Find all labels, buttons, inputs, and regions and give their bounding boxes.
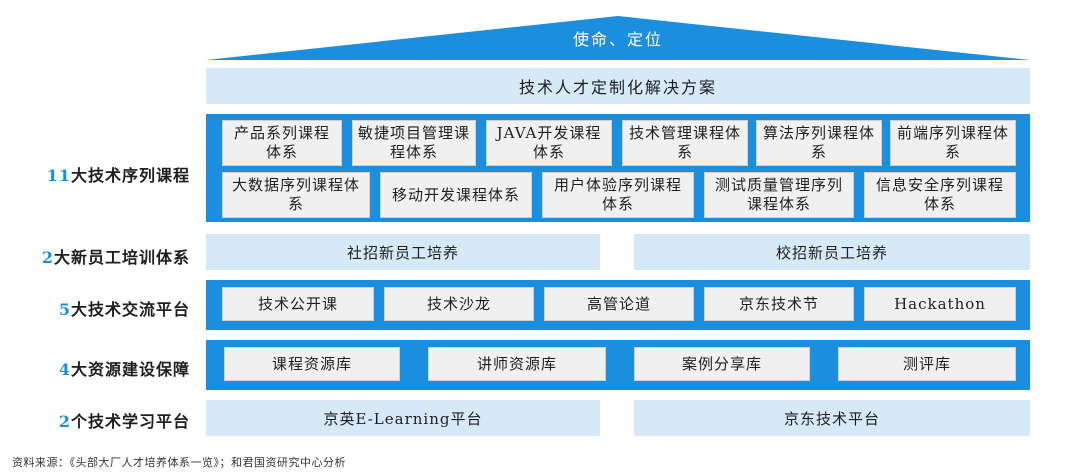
row-num: 2 (41, 248, 54, 267)
resource-card: 课程资源库 (224, 347, 400, 381)
row-num: 11 (46, 166, 71, 185)
row-num: 5 (58, 300, 71, 319)
course-card: 敏捷项目管理课程体系 (352, 120, 476, 166)
exchange-card: 高管论道 (544, 287, 694, 321)
solution-band: 技术人才定制化解决方案 (206, 68, 1030, 104)
roof-triangle (206, 16, 1030, 60)
row-text: 大技术交流平台 (70, 300, 190, 319)
source-footnote: 资料来源：《头部大厂人才培养体系一览》；和君国资研究中心分析 (12, 456, 346, 469)
row-text: 大资源建设保障 (70, 360, 190, 379)
resource-card: 案例分享库 (634, 347, 810, 381)
row-text: 大技术序列课程 (70, 166, 190, 185)
exchange-card: 技术沙龙 (384, 287, 534, 321)
course-card: 产品系列课程体系 (222, 120, 342, 166)
row-num: 2 (58, 412, 71, 431)
exchange-card: 京东技术节 (704, 287, 854, 321)
resource-card: 讲师资源库 (428, 347, 606, 381)
row-label-resources: 4大资源建设保障 (14, 356, 190, 380)
course-card: JAVA开发课程体系 (486, 120, 612, 166)
social-recruit-band: 社招新员工培养 (206, 234, 600, 270)
elearning-band: 京英E-Learning平台 (206, 400, 600, 436)
row-label-new-staff: 2大新员工培训体系 (14, 244, 190, 268)
course-card: 技术管理课程体系 (622, 120, 748, 166)
row-text: 大新员工培训体系 (53, 248, 190, 267)
row-label-tech-series: 11大技术序列课程 (14, 162, 190, 186)
course-card: 算法序列课程体系 (756, 120, 882, 166)
course-card: 移动开发课程体系 (380, 172, 532, 218)
course-card: 大数据序列课程体系 (222, 172, 370, 218)
exchange-card: 技术公开课 (222, 287, 374, 321)
course-card: 测试质量管理序列课程体系 (704, 172, 854, 218)
course-card: 信息安全序列课程体系 (864, 172, 1016, 218)
resource-card: 测评库 (838, 347, 1016, 381)
row-text: 个技术学习平台 (70, 412, 190, 431)
tech-platform-band: 京东技术平台 (634, 400, 1030, 436)
campus-recruit-band: 校招新员工培养 (634, 234, 1030, 270)
course-card: 前端序列课程体系 (890, 120, 1016, 166)
solution-label: 技术人才定制化解决方案 (518, 78, 717, 97)
course-card: 用户体验序列课程体系 (542, 172, 694, 218)
exchange-card: Hackathon (864, 287, 1016, 321)
row-num: 4 (58, 360, 71, 379)
row-label-exchange: 5大技术交流平台 (14, 296, 190, 320)
roof-label: 使命、定位 (572, 30, 663, 49)
row-label-learning: 2个技术学习平台 (14, 408, 190, 432)
